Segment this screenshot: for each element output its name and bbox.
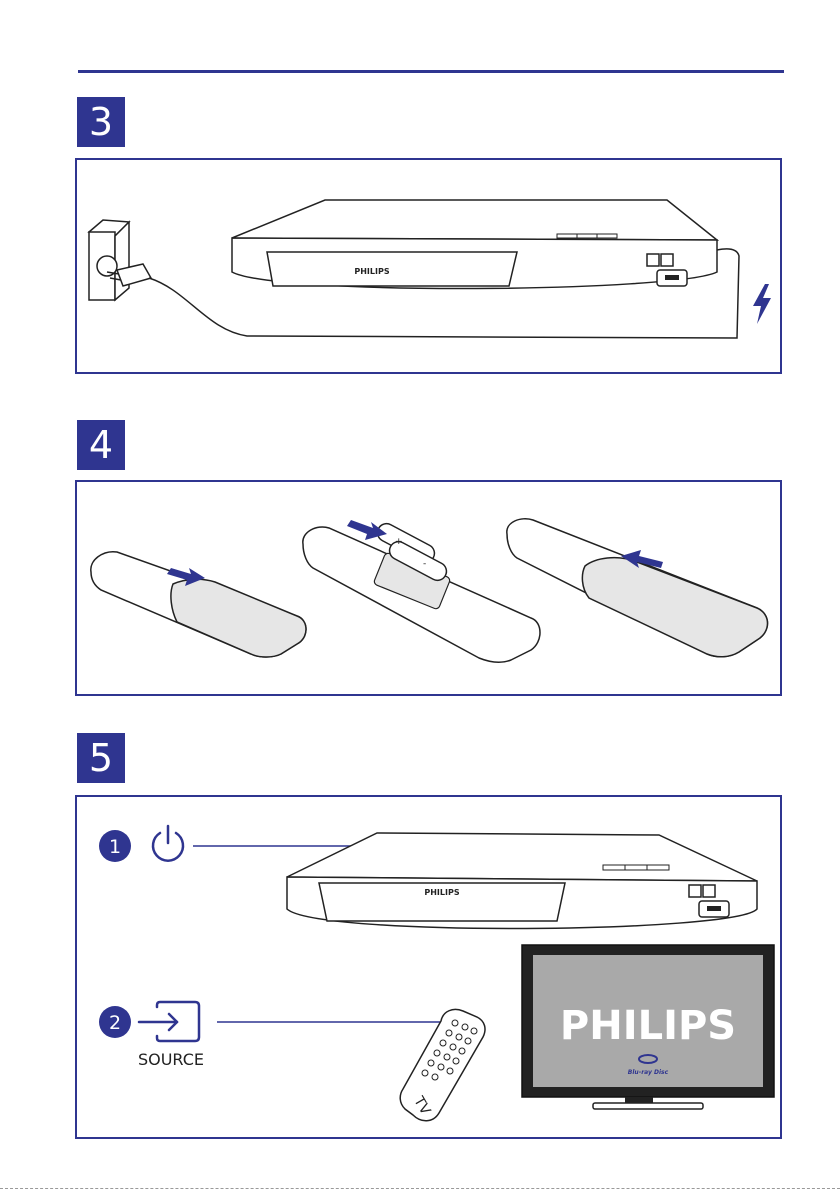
power-on-illustration: 1 PHILIPS 2 SOURCE bbox=[77, 797, 784, 1141]
svg-text:-: - bbox=[423, 559, 426, 569]
page-bottom-dashed-line bbox=[0, 1188, 840, 1189]
tv-remote-icon: TV bbox=[400, 1009, 485, 1120]
power-icon bbox=[153, 826, 183, 861]
remote-cover-open-step bbox=[91, 552, 306, 657]
remote-batteries-step: + - bbox=[303, 520, 540, 662]
svg-text:+: + bbox=[395, 537, 403, 547]
source-icon bbox=[139, 1002, 199, 1041]
remote-cover-close-step bbox=[507, 519, 768, 657]
insert-batteries-illustration: + - bbox=[77, 482, 784, 698]
step-3-badge: 3 bbox=[77, 97, 125, 147]
step-3-panel: PHILIPS bbox=[75, 158, 782, 374]
tv-brand: PHILIPS bbox=[560, 1003, 736, 1049]
step-4-panel: + - bbox=[75, 480, 782, 696]
step-5-panel: 1 PHILIPS 2 SOURCE bbox=[75, 795, 782, 1139]
connect-power-illustration: PHILIPS bbox=[77, 160, 784, 376]
player-brand: PHILIPS bbox=[354, 267, 389, 276]
tv-logo-text: Blu-ray Disc bbox=[628, 1069, 669, 1076]
step-item-2-number: 2 bbox=[109, 1012, 121, 1034]
wall-socket-icon bbox=[89, 220, 129, 300]
player-brand: PHILIPS bbox=[424, 888, 459, 897]
source-label: SOURCE bbox=[138, 1050, 204, 1069]
step-item-1-number: 1 bbox=[109, 836, 121, 858]
lightning-icon bbox=[753, 284, 771, 324]
tv-icon: PHILIPS Blu-ray Disc bbox=[522, 945, 774, 1109]
step-5-badge: 5 bbox=[77, 733, 125, 783]
header-rule bbox=[78, 70, 784, 73]
step-4-badge: 4 bbox=[77, 420, 125, 470]
